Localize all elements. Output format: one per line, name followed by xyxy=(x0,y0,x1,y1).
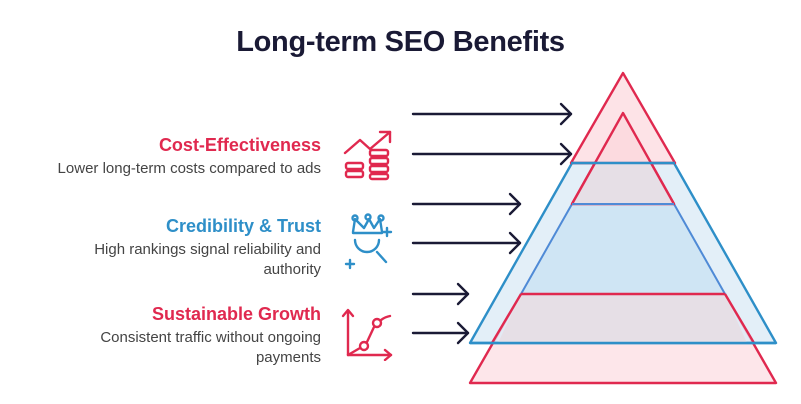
crown-search-icon xyxy=(344,213,393,270)
arrow-icon xyxy=(411,321,470,345)
benefit-cost-effectiveness: Cost-Effectiveness Lower long-term costs… xyxy=(1,134,321,179)
benefit-title: Sustainable Growth xyxy=(151,304,321,324)
benefit-description: Consistent traffic without ongoing payme… xyxy=(100,329,321,366)
money-growth-icon xyxy=(343,130,392,181)
page-title: Long-term SEO Benefits xyxy=(236,26,565,58)
arrow-icon xyxy=(411,102,573,126)
arrow-icon xyxy=(411,192,522,216)
arrow-icon xyxy=(411,231,522,255)
benefit-title: Credibility & Trust xyxy=(165,216,321,236)
benefit-title: Cost-Effectiveness xyxy=(158,135,321,155)
arrow-icon xyxy=(411,142,573,166)
growth-chart-icon xyxy=(341,308,393,361)
benefit-sustainable-growth: Sustainable Growth Consistent traffic wi… xyxy=(1,303,321,368)
benefit-description: Lower long-term costs compared to ads xyxy=(57,160,321,177)
benefit-description: High rankings signal reliability and aut… xyxy=(94,241,321,278)
arrow-icon xyxy=(411,282,470,306)
benefit-credibility-trust: Credibility & Trust High rankings signal… xyxy=(1,215,321,280)
